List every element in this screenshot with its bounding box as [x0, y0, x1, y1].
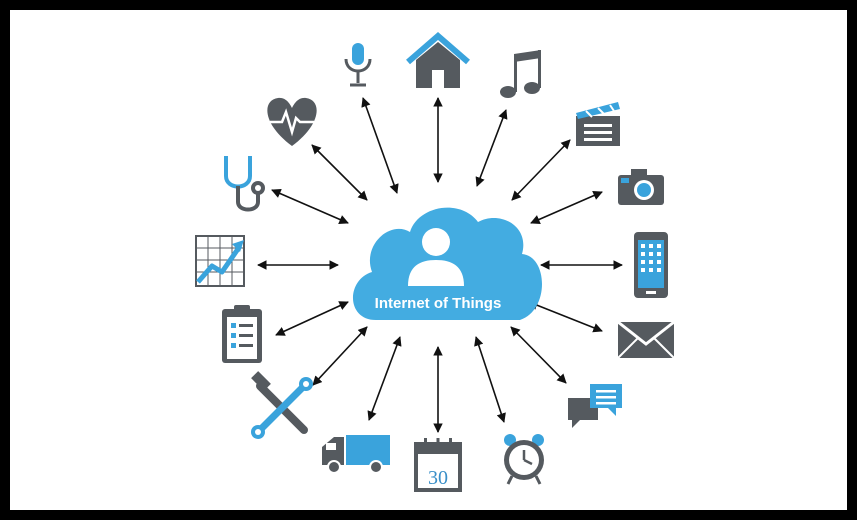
arrow-clipboard	[275, 301, 349, 336]
alarm-clock-icon	[504, 434, 544, 485]
cloud-icon: Internet of Things	[352, 207, 542, 320]
arrow-clapperboard	[511, 139, 571, 201]
arrow-microphone	[361, 97, 399, 194]
calendar-day: 30	[428, 467, 448, 489]
envelope-icon	[617, 320, 675, 359]
clapperboard-icon	[576, 102, 620, 146]
arrow-tools	[312, 326, 368, 386]
microphone-icon	[344, 43, 372, 87]
arrow-alarm-clock	[474, 336, 506, 423]
user-body-icon	[408, 260, 464, 286]
chat-bubbles-icon	[568, 384, 622, 428]
growth-chart-icon	[195, 235, 245, 287]
stethoscope-icon	[224, 156, 265, 212]
calendar-icon: 30	[414, 438, 462, 492]
heart-rate-icon	[267, 97, 317, 146]
arrow-chat	[510, 326, 567, 384]
camera-icon	[618, 169, 664, 205]
user-head-icon	[422, 228, 450, 256]
arrow-music	[475, 109, 508, 187]
iot-diagram: Internet of Things	[195, 32, 675, 492]
tools-icon	[251, 371, 313, 439]
arrow-envelope	[528, 300, 603, 333]
smartphone-icon	[634, 232, 668, 298]
arrow-heart-rate	[311, 144, 368, 201]
arrow-camera	[530, 191, 603, 224]
music-note-icon	[500, 50, 541, 98]
arrow-truck	[367, 336, 402, 421]
diagram-canvas: Internet of Things	[10, 10, 847, 510]
delivery-truck-icon	[322, 435, 390, 474]
connection-arrows	[257, 97, 623, 433]
house-icon	[406, 32, 470, 88]
cloud-label: Internet of Things	[375, 295, 502, 312]
clipboard-checklist-icon	[222, 305, 262, 363]
arrow-stethoscope	[271, 189, 349, 224]
